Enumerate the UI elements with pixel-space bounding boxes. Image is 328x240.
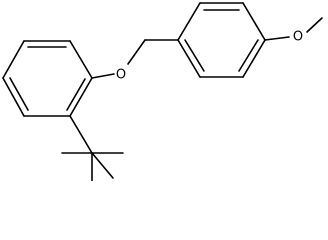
bond bbox=[264, 36, 290, 41]
inner-double-bond bbox=[184, 39, 205, 72]
right-benzene-ring bbox=[177, 2, 266, 78]
bond bbox=[177, 2, 201, 41]
bond bbox=[127, 39, 146, 65]
bond bbox=[2, 77, 25, 117]
bond bbox=[242, 2, 266, 41]
methoxy-group bbox=[264, 17, 323, 41]
bond bbox=[2, 40, 25, 79]
inner-double-bond bbox=[9, 77, 29, 111]
structure-diagram: O O bbox=[2, 2, 323, 181]
ether-linker bbox=[91, 39, 179, 79]
bond bbox=[69, 40, 93, 79]
bond bbox=[69, 77, 93, 117]
bond bbox=[91, 73, 115, 79]
bond bbox=[242, 39, 266, 78]
bond bbox=[91, 152, 114, 179]
bond bbox=[69, 115, 93, 154]
ether-oxygen-label: O bbox=[116, 68, 126, 83]
tert-butyl-group bbox=[61, 115, 124, 181]
bond bbox=[177, 39, 201, 78]
methoxy-oxygen-label: O bbox=[293, 30, 303, 45]
inner-double-bond bbox=[238, 39, 259, 72]
inner-double-bond bbox=[66, 78, 86, 111]
left-benzene-ring bbox=[2, 40, 93, 117]
bond bbox=[306, 17, 323, 33]
